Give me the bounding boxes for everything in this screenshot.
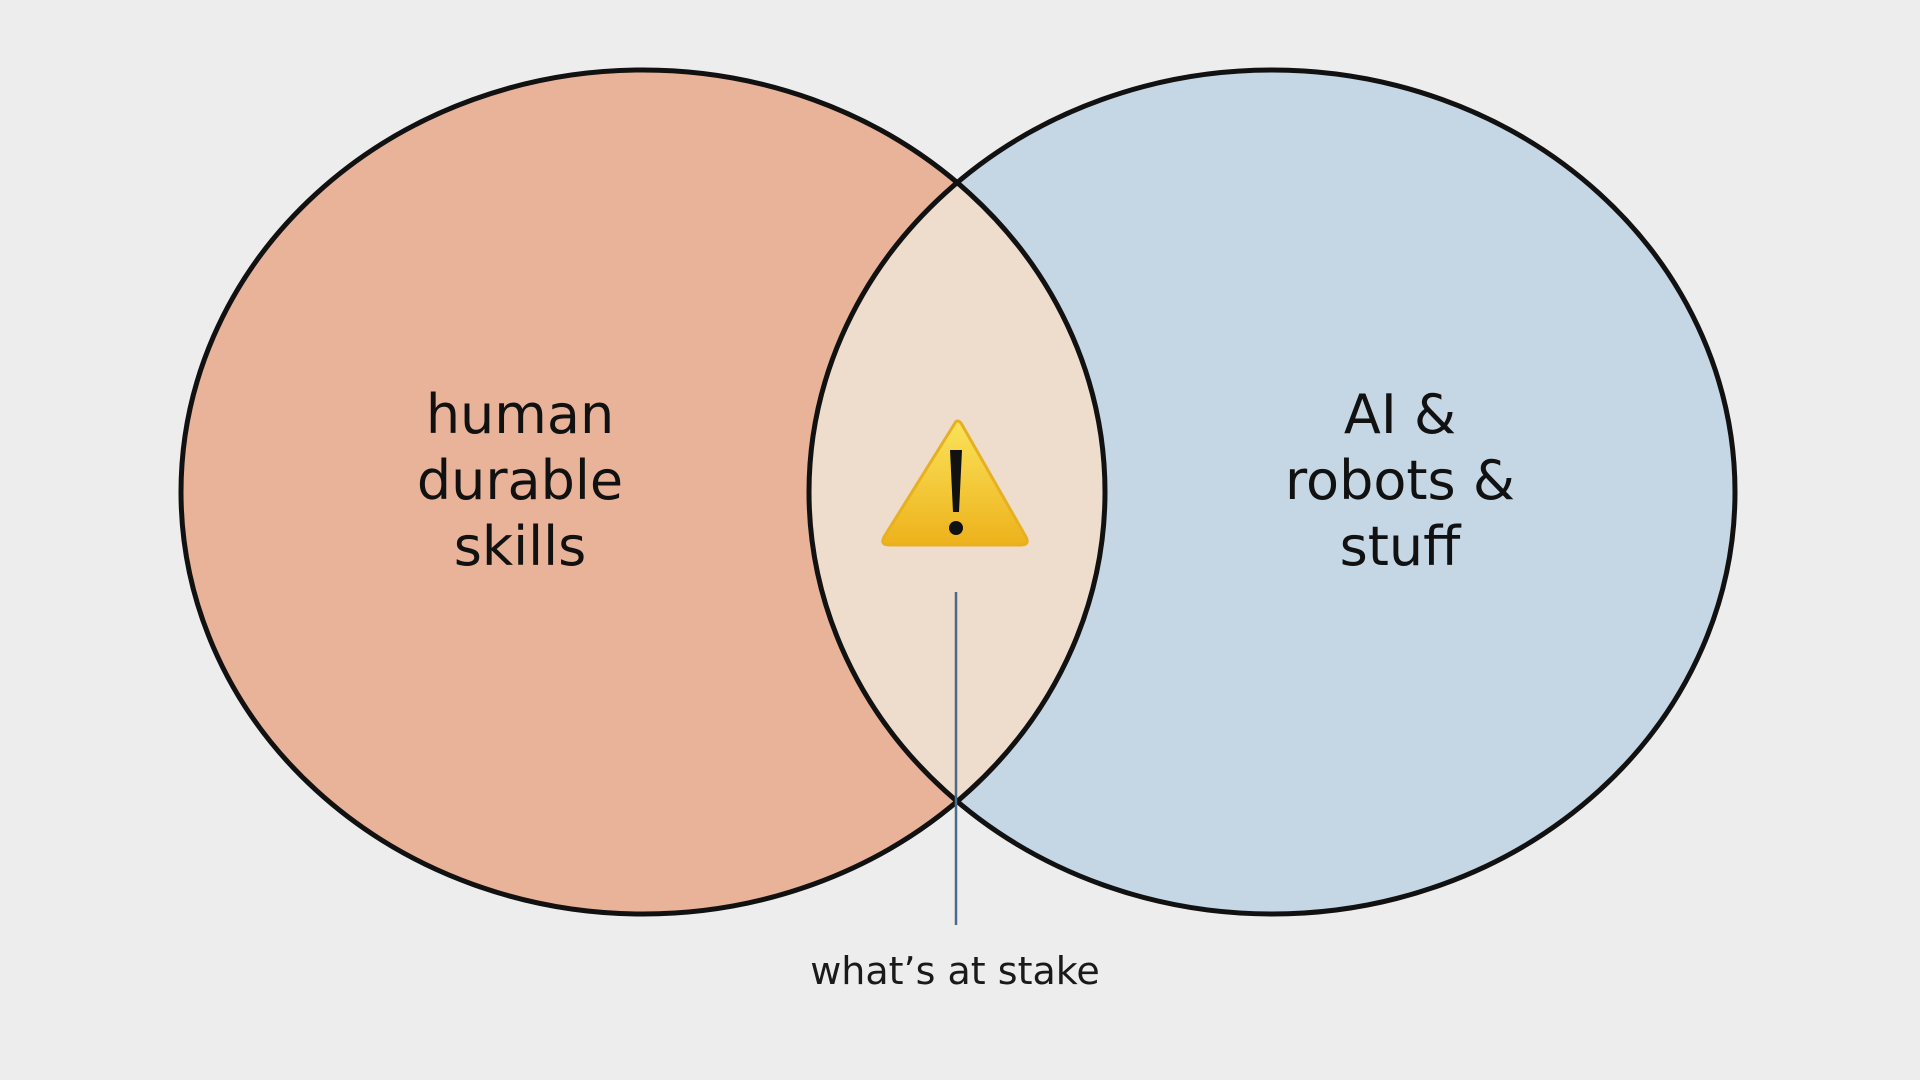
right-label-line: robots & bbox=[1285, 449, 1515, 512]
right-circle-label: AI & robots & stuff bbox=[1230, 382, 1570, 580]
left-label-line: human bbox=[425, 383, 615, 446]
left-label-line: durable bbox=[416, 449, 624, 512]
right-circle-outline bbox=[806, 67, 1738, 917]
left-circle-outline bbox=[178, 67, 1108, 917]
right-label-line: AI & bbox=[1343, 383, 1457, 446]
left-circle-label: human durable skills bbox=[370, 382, 670, 580]
warning-icon bbox=[881, 419, 1029, 547]
overlap-callout-label: what’s at stake bbox=[810, 949, 1100, 993]
left-label-line: skills bbox=[453, 515, 587, 578]
right-label-line: stuff bbox=[1339, 515, 1461, 578]
